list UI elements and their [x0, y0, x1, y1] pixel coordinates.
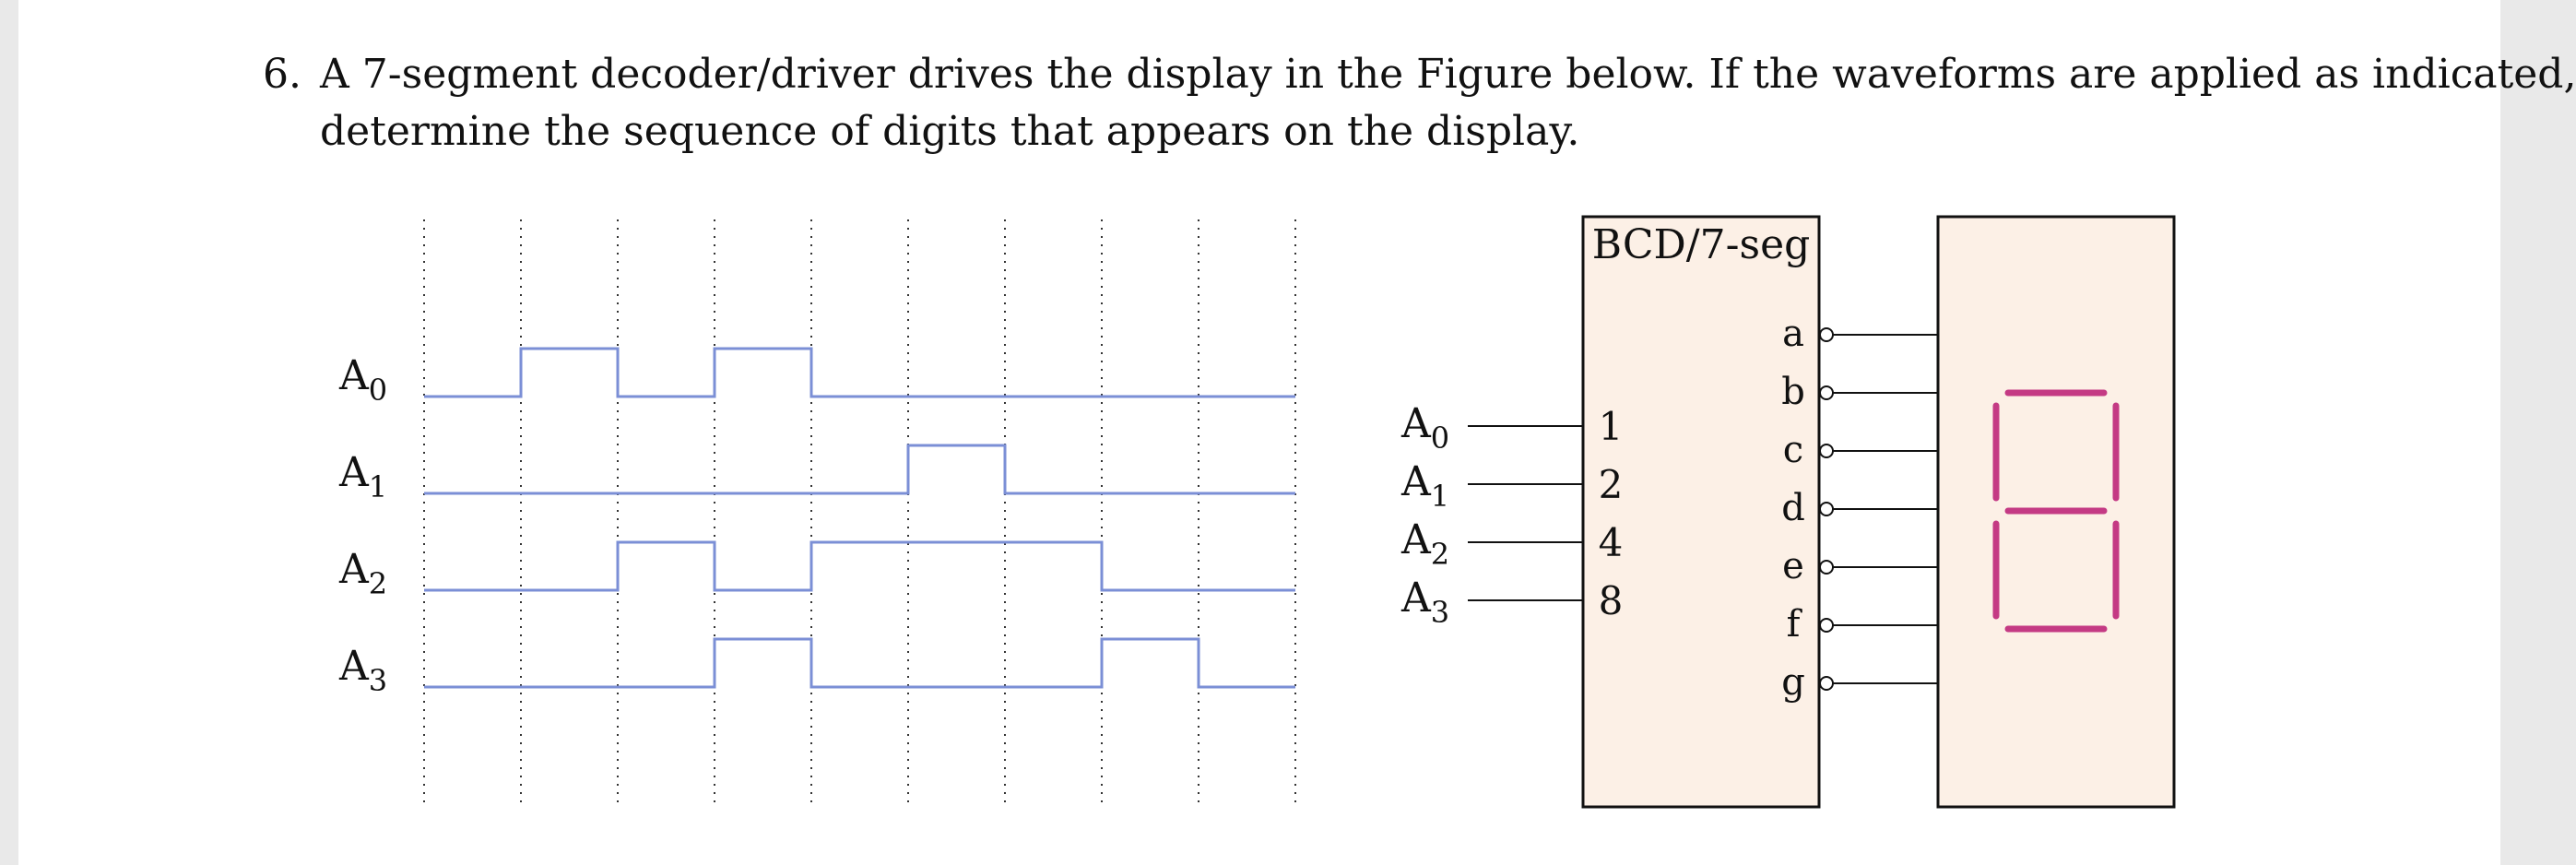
signal-label-A2: A2: [338, 546, 387, 601]
question-number: 6.: [263, 51, 301, 98]
inversion-bubble: [1819, 444, 1834, 458]
decoder-output-label-f: f: [1787, 603, 1803, 646]
input-weight-2: 2: [1599, 462, 1624, 507]
signal-label-A3: A3: [338, 643, 387, 698]
decoder-input-label-A1: A1: [1400, 458, 1449, 514]
waveform-A0: [424, 347, 1295, 398]
inversion-bubble: [1819, 327, 1834, 342]
inversion-bubble: [1819, 385, 1834, 400]
seven-segment-display: [1936, 215, 2176, 809]
decoder-output-label-e: e: [1782, 545, 1804, 587]
decoder-output-label-b: b: [1781, 371, 1805, 413]
inversion-bubble: [1819, 676, 1834, 691]
inversion-bubble: [1819, 560, 1834, 575]
decoder-output-label-a: a: [1782, 313, 1804, 355]
inversion-bubble: [1819, 502, 1834, 516]
decoder-box: [1581, 215, 1821, 809]
signal-label-A0: A0: [338, 352, 387, 408]
decoder-input-label-A3: A3: [1400, 575, 1449, 630]
decoder-input-label-A0: A0: [1400, 400, 1449, 456]
decoder-output-label-d: d: [1781, 487, 1805, 529]
decoder-title: BCD/7-seg: [1592, 221, 1811, 268]
input-weight-8: 8: [1599, 578, 1624, 623]
question-line-1: A 7-segment decoder/driver drives the di…: [320, 51, 2576, 98]
signal-label-A1: A1: [338, 449, 387, 504]
decoder-output-label-c: c: [1783, 429, 1803, 471]
waveform-A3: [424, 637, 1295, 689]
input-weight-4: 4: [1599, 520, 1624, 565]
decoder-output-label-g: g: [1781, 661, 1805, 704]
input-weight-1: 1: [1599, 404, 1624, 449]
question-line-2: determine the sequence of digits that ap…: [320, 108, 1580, 155]
decoder-input-label-A2: A2: [1400, 516, 1449, 572]
waveform-A2: [424, 540, 1295, 592]
page: 6. A 7-segment decoder/driver drives the…: [18, 0, 2576, 865]
waveform-A1: [424, 444, 1295, 495]
inversion-bubble: [1819, 618, 1834, 633]
